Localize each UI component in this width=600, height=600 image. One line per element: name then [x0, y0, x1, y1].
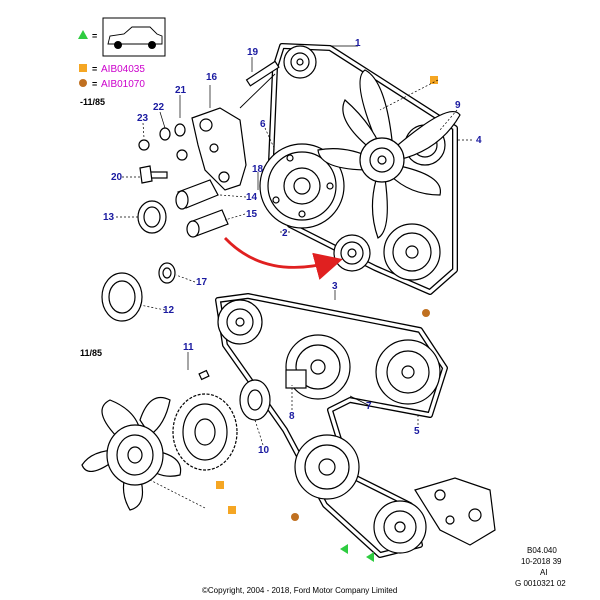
section-label-lower: 11/85 — [80, 348, 102, 358]
callout-12: 12 — [163, 305, 175, 316]
tensioner-bracket-group — [101, 60, 280, 322]
callout-22: 22 — [153, 102, 165, 113]
triangle-marker-lower-2-icon — [366, 552, 374, 562]
callout-20: 20 — [111, 172, 123, 183]
drawing-date: 10-2018 39 — [521, 557, 562, 566]
callout-10: 10 — [258, 445, 270, 456]
callout-7: 7 — [366, 401, 372, 412]
square-marker-upper-icon — [430, 76, 438, 84]
legend-code-1-equals: = — [92, 64, 97, 74]
callout-1: 1 — [355, 38, 361, 49]
legend-code-1: AIB04035 — [101, 64, 145, 75]
callout-14: 14 — [246, 192, 258, 203]
callout-17: 17 — [196, 277, 208, 288]
circle-marker-upper-icon — [422, 309, 430, 317]
drawing-code: G 0010321 02 — [515, 579, 566, 588]
drawing-ref: B04.040 — [527, 546, 557, 555]
copyright: ©Copyright, 2004 - 2018, Ford Motor Comp… — [202, 586, 397, 595]
callout-13: 13 — [103, 212, 115, 223]
lower-cooling-fan — [81, 396, 182, 511]
callout-5: 5 — [414, 426, 420, 437]
lower-belt-assembly — [215, 293, 496, 558]
triangle-marker-icon — [78, 30, 88, 39]
square-marker-mid-icon — [216, 481, 224, 489]
section-label-upper: -11/85 — [80, 97, 105, 107]
callout-3: 3 — [332, 281, 338, 292]
callout-8: 8 — [289, 411, 295, 422]
drawing-lang: AI — [540, 568, 548, 577]
legend: = = AIB04035 = AIB01070 — [78, 17, 166, 90]
callout-23: 23 — [137, 113, 149, 124]
upper-belt-assembly — [259, 43, 461, 295]
legend-vehicle-equals: = — [92, 31, 97, 41]
circle-marker-lower-icon — [291, 513, 299, 521]
square-marker-icon — [79, 64, 87, 72]
circle-marker-icon — [79, 79, 87, 87]
upper-cooling-fan — [317, 69, 461, 239]
callout-18: 18 — [252, 164, 264, 175]
callout-11: 11 — [183, 342, 194, 353]
callout-16: 16 — [206, 72, 218, 83]
legend-code-2-equals: = — [92, 79, 97, 89]
callout-21: 21 — [175, 85, 187, 96]
callout-4: 4 — [476, 135, 482, 146]
triangle-marker-lower-1-icon — [340, 544, 348, 554]
leader-lines — [116, 45, 472, 509]
drawing-reference-block: B04.040 10-2018 39 AI G 0010321 02 — [515, 546, 566, 588]
square-marker-lower-icon — [228, 506, 236, 514]
callout-19: 19 — [247, 47, 259, 58]
callout-2: 2 — [282, 228, 288, 239]
callout-9: 9 — [455, 100, 461, 111]
lower-fan-hub — [172, 369, 271, 471]
legend-code-2: AIB01070 — [101, 79, 145, 90]
vehicle-sedan-icon — [102, 17, 166, 57]
upper-red-arrow-icon — [223, 237, 343, 280]
callout-6: 6 — [260, 119, 266, 130]
callout-15: 15 — [246, 209, 258, 220]
